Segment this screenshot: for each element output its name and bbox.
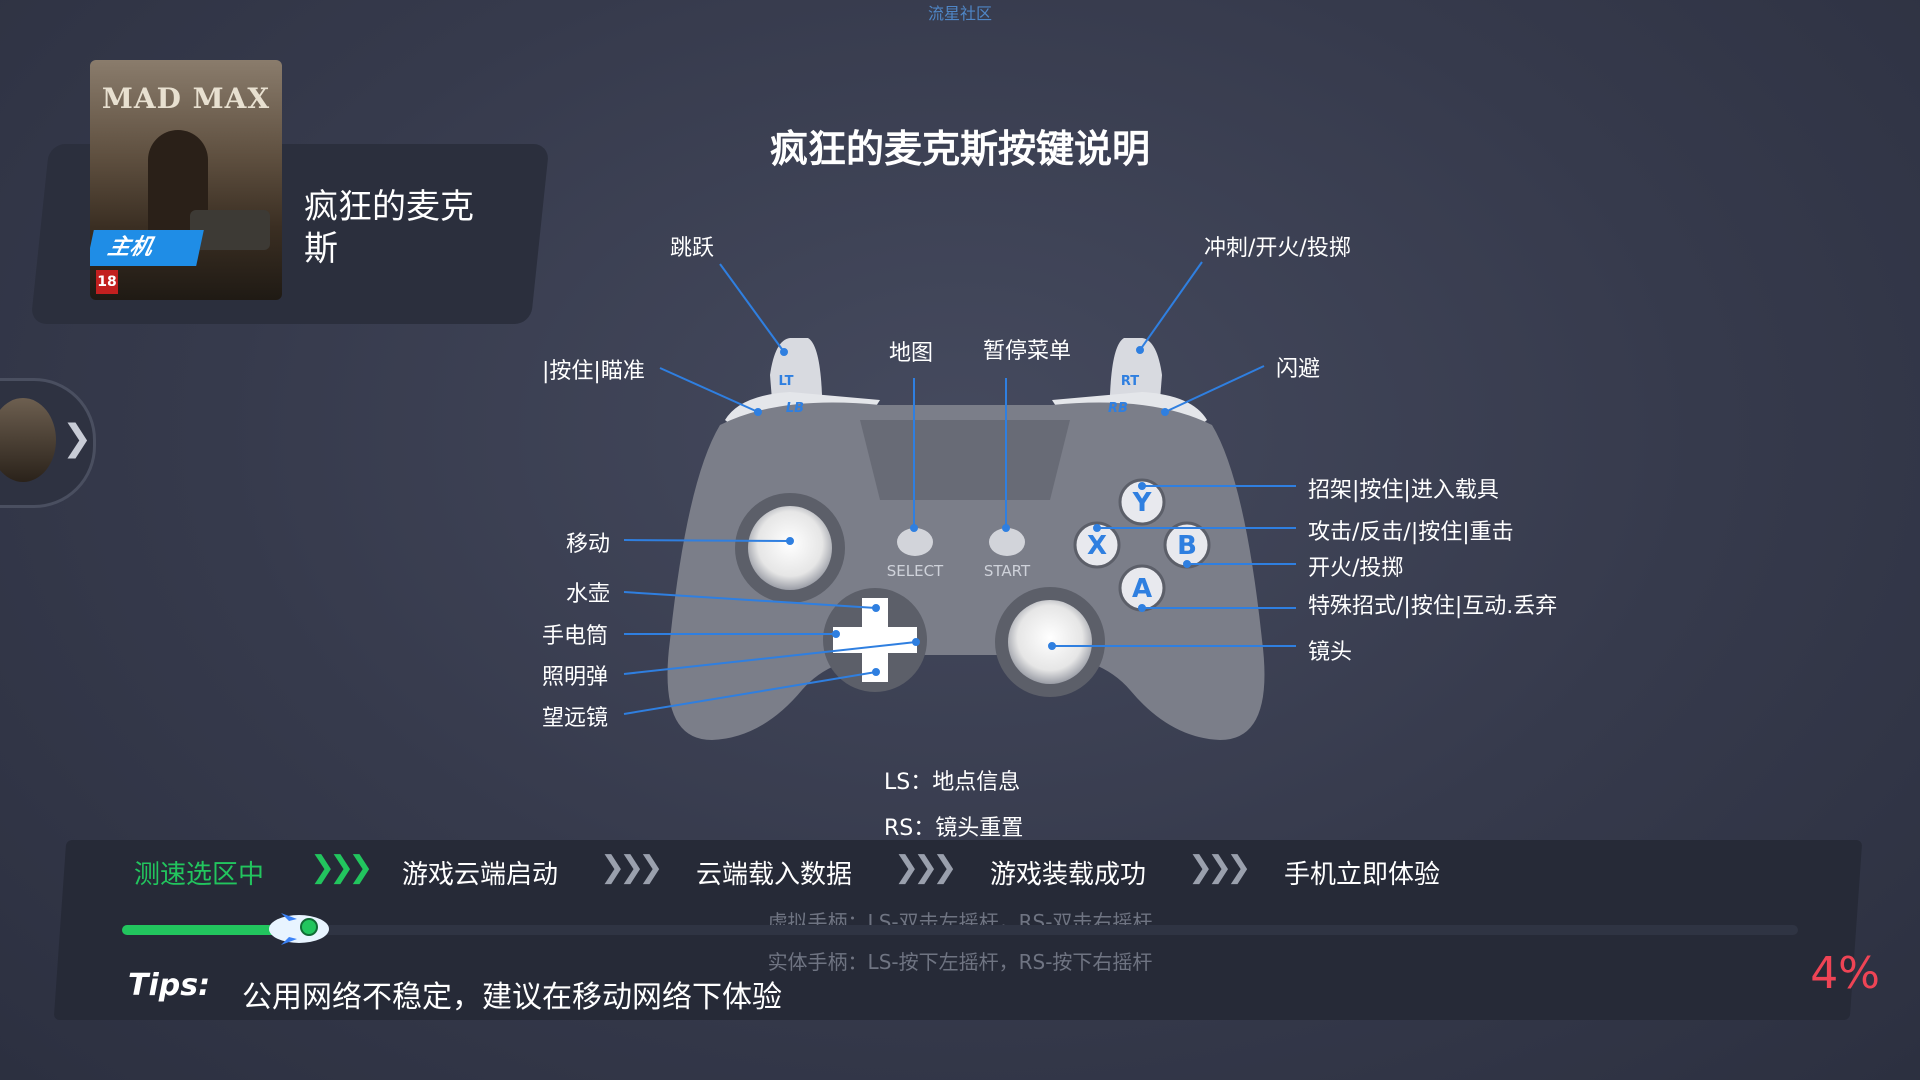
watermark: 流星社区	[927, 4, 992, 23]
rt-letter: RT	[1121, 374, 1139, 389]
controller-body	[667, 402, 1265, 740]
b-letter: B	[1177, 531, 1197, 561]
label-map: 地图	[889, 341, 934, 366]
x-letter: X	[1087, 531, 1107, 561]
label-canteen: 水壶	[566, 582, 611, 607]
y-letter: Y	[1132, 488, 1153, 518]
page-title: 疯狂的麦克斯按键说明	[769, 127, 1150, 171]
right-stick	[1008, 600, 1092, 684]
select-label: SELECT	[887, 562, 944, 580]
step-load-success: 游戏装载成功	[990, 860, 1147, 890]
lt-trigger	[770, 338, 822, 400]
chevrons-icon: ❯❯❯	[1188, 850, 1251, 885]
label-camera: 镜头	[1308, 640, 1353, 665]
step-play-now: 手机立即体验	[1284, 860, 1441, 890]
lt-letter: LT	[779, 374, 794, 389]
label-sprint: 冲刺/开火/投掷	[1204, 236, 1351, 261]
label-jump: 跳跃	[670, 236, 715, 261]
lb-letter: LB	[786, 401, 804, 416]
label-x-action: 攻击/反击/|按住|重击	[1308, 520, 1514, 545]
game-name: 疯狂的麦克斯	[304, 187, 474, 269]
game-cover-image: MAD MAX 主机 18	[90, 60, 282, 300]
chevrons-icon: ❯❯❯	[894, 850, 957, 885]
start-label: START	[984, 562, 1031, 580]
x-button	[1073, 521, 1121, 569]
progress-percent: 4%	[1810, 948, 1880, 999]
y-button	[1118, 478, 1166, 526]
rocket-icon	[263, 913, 330, 945]
step-speed-test: 测速选区中	[134, 860, 265, 890]
chevrons-icon: ❯❯❯	[310, 850, 373, 885]
tips-label: Tips:	[128, 968, 211, 1003]
step-load-data: 云端载入数据	[696, 860, 853, 890]
label-binoculars: 望远镜	[542, 706, 609, 731]
label-y-action: 招架|按住|进入载具	[1308, 478, 1499, 503]
tips-text: 公用网络不稳定，建议在移动网络下体验	[242, 980, 782, 1015]
dpad	[833, 598, 917, 682]
rs-info: RS：镜头重置	[884, 816, 1024, 841]
rt-trigger	[1110, 338, 1162, 400]
label-pause-menu: 暂停菜单	[983, 339, 1072, 364]
side-game-thumbnail[interactable]	[0, 398, 56, 482]
label-b-action: 开火/投掷	[1308, 556, 1404, 581]
label-aim: |按住|瞄准	[542, 359, 645, 384]
select-button	[897, 528, 933, 556]
left-stick	[748, 506, 832, 590]
start-button	[989, 528, 1025, 556]
rb-letter: RB	[1108, 401, 1128, 416]
progress-track	[122, 925, 1798, 935]
label-flashlight: 手电筒	[542, 624, 609, 649]
label-dodge: 闪避	[1276, 357, 1321, 382]
chevron-right-icon[interactable]: ❯	[62, 418, 93, 459]
ls-info: LS：地点信息	[884, 770, 1021, 795]
chevrons-icon: ❯❯❯	[600, 850, 663, 885]
a-letter: A	[1132, 574, 1152, 604]
label-flare: 照明弹	[542, 665, 609, 690]
step-cloud-launch: 游戏云端启动	[402, 860, 559, 890]
physical-controller-hint: 实体手柄：LS-按下左摇杆，RS-按下右摇杆	[767, 950, 1153, 974]
label-a-action: 特殊招式/|按住|互动.丢弃	[1308, 594, 1558, 619]
label-move: 移动	[566, 532, 611, 557]
cover-title: MAD MAX	[101, 82, 271, 115]
progress-fill	[122, 925, 300, 935]
age-rating: 18	[96, 270, 118, 294]
